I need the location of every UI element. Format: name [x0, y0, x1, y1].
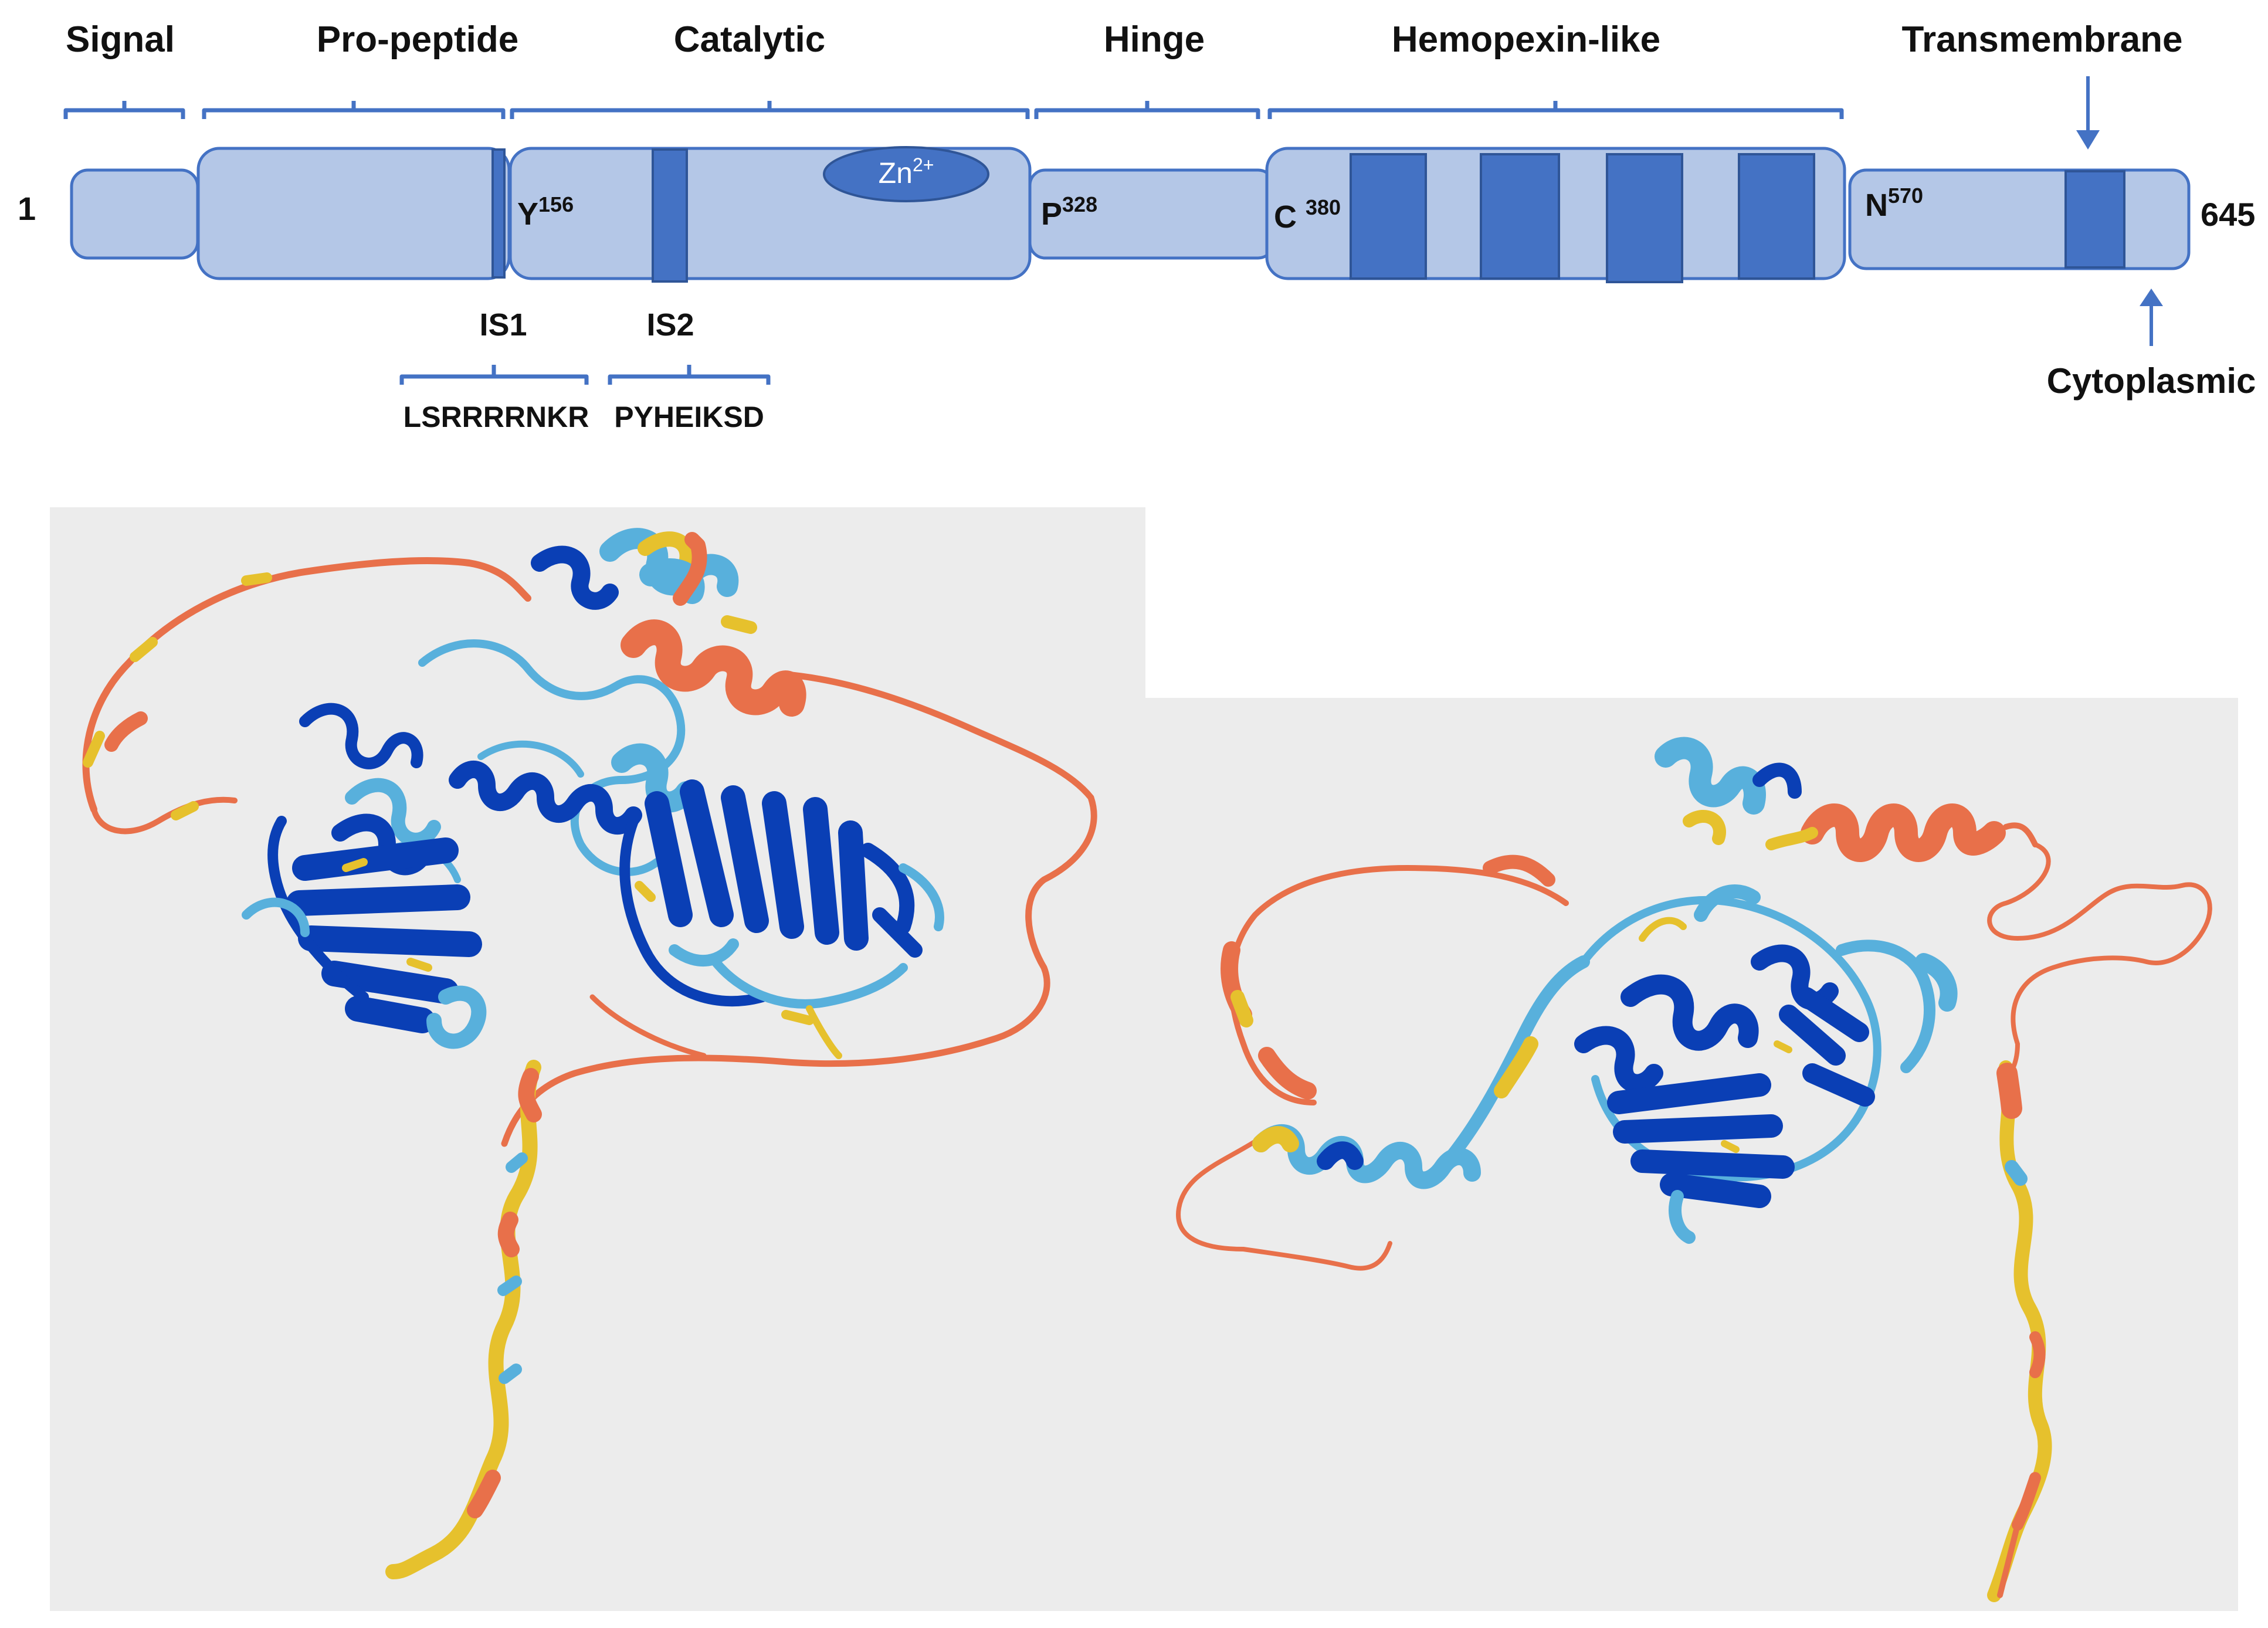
region-label-hinge: Hinge [1104, 19, 1205, 60]
residue-marker-n570: N570 [1865, 184, 1923, 223]
domain-propeptide [196, 147, 511, 280]
insertion-seq-is2: PYHEIKSD [614, 401, 764, 433]
region-label-hemopexin: Hemopexin-like [1392, 19, 1660, 60]
hemopexin-blade-3 [1606, 153, 1683, 283]
region-label-cytoplasmic: Cytoplasmic [2047, 361, 2256, 401]
bracket-is1 [399, 365, 589, 385]
bracket-hemopexin [1267, 101, 1844, 119]
transmembrane-segment [2064, 170, 2125, 269]
hemopexin-blade-1 [1350, 153, 1427, 280]
insertion-seq-is1: LSRRRRNKR [404, 401, 589, 433]
domain-signal [70, 168, 199, 260]
residue-marker-y156: Y156 [517, 192, 574, 232]
region-brackets [63, 101, 1844, 385]
bracket-hinge [1034, 101, 1260, 119]
zinc-label: Zn2+ [879, 154, 934, 189]
residue-marker-c380: C 380 [1274, 195, 1341, 235]
bracket-signal [63, 101, 185, 119]
left-structure-panel [50, 507, 1145, 1611]
bracket-propeptide [202, 101, 506, 119]
bracket-catalytic [510, 101, 1030, 119]
domain-diagram: Signal Pro-peptide Catalytic Hinge Hemop… [18, 19, 2256, 433]
insertion-label-is2: IS2 [646, 307, 694, 342]
is1-insert [491, 148, 506, 279]
region-label-catalytic: Catalytic [674, 19, 825, 60]
protein-ribbon-icon [1176, 737, 2212, 1602]
insertion-label-is1: IS1 [479, 307, 527, 342]
zinc-ellipse [823, 146, 989, 202]
region-arrows [2076, 76, 2163, 346]
hemopexin-blade-4 [1738, 153, 1815, 280]
protein-ribbon-icon [82, 528, 1097, 1579]
cytoplasmic-arrow-head [2140, 289, 2163, 306]
hemopexin-blade-2 [1480, 153, 1560, 280]
start-residue: 1 [18, 190, 36, 227]
transmembrane-arrow-head [2076, 130, 2100, 150]
bracket-is2 [608, 365, 771, 385]
end-residue: 645 [2201, 196, 2255, 233]
region-label-propeptide: Pro-peptide [317, 19, 518, 60]
region-label-signal: Signal [66, 19, 175, 60]
is2-insert [652, 148, 688, 283]
left-panel-background [50, 507, 1145, 1611]
region-label-transmembrane: Transmembrane [1902, 19, 2183, 60]
domain-inserts [491, 148, 2125, 283]
residue-marker-p328: P328 [1041, 192, 1097, 232]
right-structure-panel [1145, 698, 2238, 1611]
